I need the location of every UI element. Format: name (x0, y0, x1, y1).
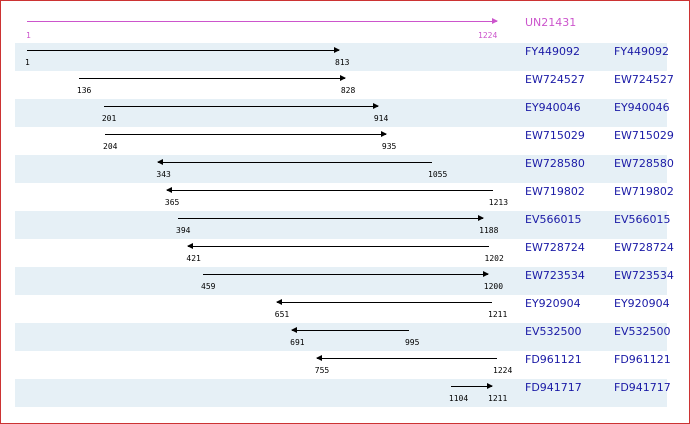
alignment-arrow (27, 47, 341, 53)
alignment-end: 995 (404, 338, 420, 347)
reference-arrow (27, 18, 498, 24)
alignment-start: 651 (274, 310, 290, 319)
arrow-head-icon (291, 327, 298, 333)
arrow-head-icon (315, 355, 322, 361)
alignment-arrow (187, 243, 489, 249)
alignment-end: 1213 (488, 198, 509, 207)
arrow-head-icon (492, 18, 498, 24)
alignment-start: 204 (103, 142, 118, 151)
alignment-arrow (275, 299, 492, 305)
accession-link-secondary[interactable]: EV532500 (614, 325, 671, 338)
alignment-row: 651 1211 EY920904 EY920904 (15, 295, 670, 323)
reference-name: UN21431 (525, 16, 577, 29)
alignment-end: 914 (373, 114, 389, 123)
alignment-row: 204 935 EW715029 EW715029 (15, 127, 674, 155)
alignment-end: 828 (340, 86, 356, 95)
alignment-start: 1 (25, 58, 30, 67)
reference-start: 1 (26, 31, 31, 40)
accession-link-secondary[interactable]: FD961121 (614, 353, 671, 366)
alignment-start: 365 (164, 198, 180, 207)
accession-link[interactable]: EY940046 (525, 101, 581, 114)
alignment-row: 201 914 EY940046 EY940046 (15, 99, 670, 127)
alignment-start: 691 (290, 338, 305, 347)
alignment-arrow (78, 75, 346, 81)
alignment-row: 136 828 EW724527 EW724527 (15, 71, 674, 99)
alignment-arrow (157, 159, 433, 165)
alignment-end: 1211 (488, 394, 508, 403)
arrow-head-icon (478, 215, 485, 221)
alignment-row: 343 1055 EW728580 EW728580 (15, 155, 674, 183)
alignment-arrow (315, 355, 497, 361)
alignment-arrow (450, 383, 493, 389)
accession-link-secondary[interactable]: FD941717 (614, 381, 671, 394)
alignment-row: 459 1200 EW723534 EW723534 (15, 267, 674, 295)
arrow-head-icon (339, 75, 346, 81)
accession-link[interactable]: EW715029 (525, 129, 585, 142)
alignment-row: 755 1224 FD961121 FD961121 (15, 351, 671, 379)
arrow-head-icon (486, 383, 493, 389)
alignment-start: 201 (101, 114, 117, 123)
alignment-start: 459 (201, 282, 216, 291)
accession-link-secondary[interactable]: EW724527 (614, 73, 674, 86)
arrow-head-icon (157, 159, 164, 165)
alignment-end: 1202 (484, 254, 504, 263)
alignment-end: 813 (335, 58, 350, 67)
alignment-end: 1055 (428, 170, 448, 179)
alignment-end: 1224 (493, 366, 513, 375)
accession-link-secondary[interactable]: FY449092 (614, 45, 670, 58)
accession-link-secondary[interactable]: EV566015 (614, 213, 671, 226)
arrow-head-icon (482, 271, 489, 277)
alignment-row: 691 995 EV532500 EV532500 (15, 323, 671, 351)
accession-link[interactable]: EV566015 (525, 213, 582, 226)
accession-link[interactable]: FD961121 (525, 353, 582, 366)
alignment-end: 1188 (479, 226, 499, 235)
accession-link-secondary[interactable]: EW723534 (614, 269, 674, 282)
alignment-arrow (178, 215, 485, 221)
alignment-arrow (103, 103, 379, 109)
accession-link-secondary[interactable]: EW728724 (614, 241, 674, 254)
accession-link[interactable]: EY920904 (525, 297, 581, 310)
accession-link[interactable]: EW724527 (525, 73, 585, 86)
alignment-row: 1104 1211 FD941717 FD941717 (15, 379, 671, 407)
arrow-head-icon (275, 299, 282, 305)
alignment-start: 1104 (448, 394, 469, 403)
arrow-head-icon (165, 187, 172, 193)
alignment-row: 394 1188 EV566015 EV566015 (15, 211, 671, 239)
accession-link[interactable]: EW719802 (525, 185, 585, 198)
arrow-head-icon (372, 103, 379, 109)
alignment-arrow (165, 187, 493, 193)
accession-link[interactable]: EW728724 (525, 241, 585, 254)
accession-link-secondary[interactable]: EY940046 (614, 101, 670, 114)
reference-end: 1224 (478, 31, 498, 40)
alignment-arrow (291, 327, 409, 333)
alignment-row: 421 1202 EW728724 EW728724 (15, 239, 673, 267)
accession-link-secondary[interactable]: EW715029 (614, 129, 674, 142)
accession-link-secondary[interactable]: EY920904 (614, 297, 670, 310)
alignment-start: 421 (186, 254, 201, 263)
alignment-start: 136 (76, 86, 92, 95)
alignment-end: 1211 (488, 310, 508, 319)
arrow-head-icon (380, 131, 387, 137)
accession-link[interactable]: EV532500 (525, 325, 582, 338)
alignment-start: 394 (176, 226, 191, 235)
alignment-arrow (105, 131, 387, 137)
accession-link[interactable]: FD941717 (525, 381, 582, 394)
accession-link[interactable]: FY449092 (525, 45, 581, 58)
alignment-arrow (203, 271, 489, 277)
alignment-start: 755 (314, 366, 330, 375)
accession-link-secondary[interactable]: EW728580 (614, 157, 674, 170)
arrow-head-icon (187, 243, 194, 249)
accession-link[interactable]: EW723534 (525, 269, 585, 282)
accession-link[interactable]: EW728580 (525, 157, 585, 170)
arrow-head-icon (334, 47, 341, 53)
alignment-start: 343 (156, 170, 171, 179)
alignment-row: 365 1213 EW719802 EW719802 (15, 183, 674, 211)
alignment-end: 1200 (483, 282, 504, 291)
alignment-end: 935 (381, 142, 397, 151)
alignment-row: 1 813 FY449092 FY449092 (15, 43, 670, 71)
accession-link-secondary[interactable]: EW719802 (614, 185, 674, 198)
